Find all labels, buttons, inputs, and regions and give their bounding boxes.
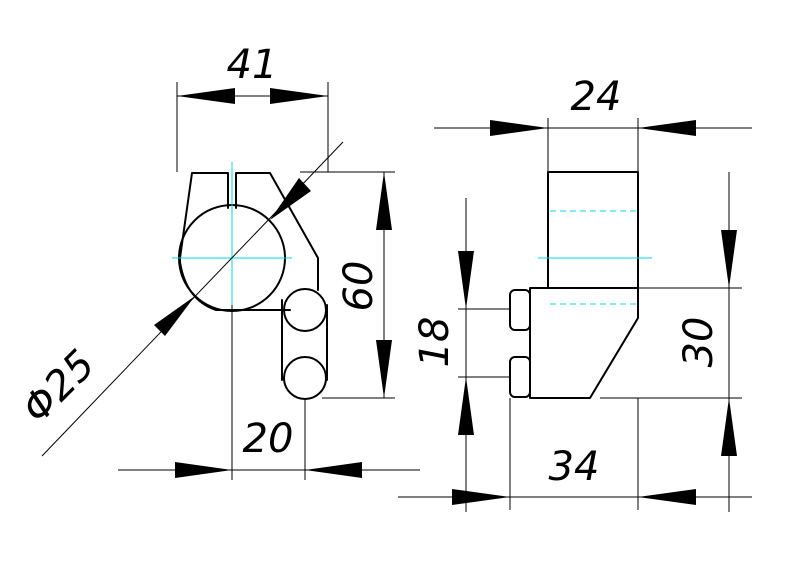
dim-front-width: 41 — [176, 42, 329, 172]
dim-text-18: 18 — [412, 317, 458, 368]
dim-text-60: 60 — [336, 261, 382, 312]
lower-pin — [283, 356, 327, 400]
dim-text-30: 30 — [676, 317, 722, 368]
dim-side-depth: 34 — [398, 398, 752, 510]
side-upper-pin — [509, 289, 531, 331]
dim-diameter: Φ25 — [13, 141, 344, 457]
dim-text-20: 20 — [243, 416, 294, 462]
side-body-outline — [529, 171, 639, 399]
dim-pin-spacing: 18 — [412, 198, 510, 512]
dim-text-34: 34 — [549, 444, 600, 490]
dim-side-height: 30 — [545, 172, 742, 512]
dim-text-41: 41 — [227, 42, 278, 88]
dim-front-height: 60 — [300, 171, 395, 399]
pin-lug-outline — [281, 299, 328, 381]
dim-text-24: 24 — [571, 74, 622, 120]
side-view — [509, 171, 652, 399]
dim-text-diameter: Φ25 — [13, 341, 104, 432]
dim-side-width: 24 — [434, 74, 752, 172]
side-lower-pin — [509, 356, 531, 398]
upper-pin — [283, 288, 327, 332]
front-view — [172, 162, 328, 400]
front-body-outline — [179, 172, 319, 311]
dim-pin-offset: 20 — [118, 305, 420, 480]
